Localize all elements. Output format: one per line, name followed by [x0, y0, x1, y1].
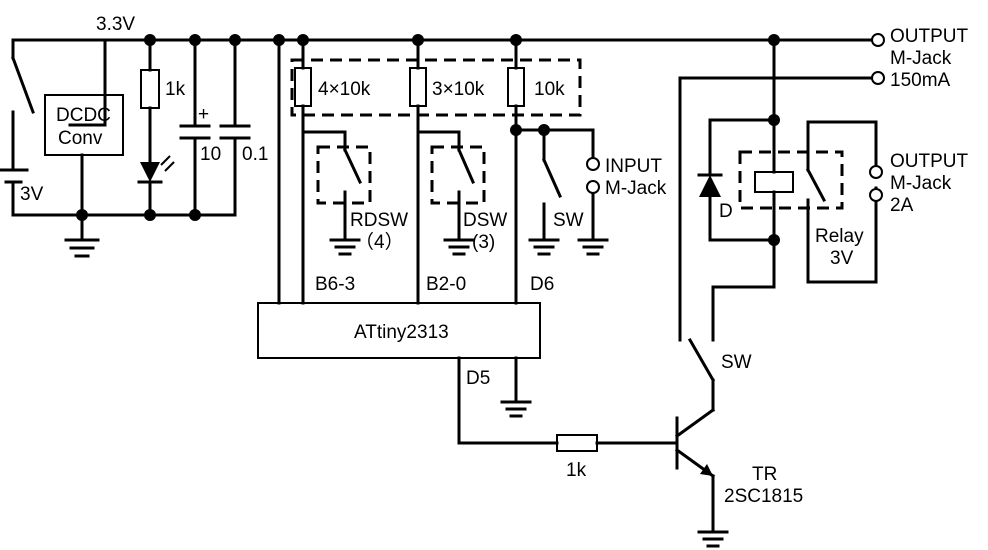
input-jack-label-line1: INPUT [605, 156, 662, 177]
resistor-4x10k-label: 4×10k [318, 79, 371, 100]
input-switch [514, 128, 609, 256]
resistor-network-outline [290, 58, 582, 117]
output-terminal-1 [871, 33, 885, 47]
rdsw-switch [301, 130, 372, 256]
output1-label-line3: 150mA [890, 70, 951, 91]
battery-label: 3V [20, 184, 44, 205]
base-resistor-label: 1k [566, 460, 587, 481]
dsw-switch [416, 130, 486, 256]
resistor-10k-label: 10k [534, 79, 565, 100]
mcu-box [257, 302, 541, 359]
output-switch [678, 76, 872, 383]
dcdc-label-line1: DCDC [56, 105, 111, 126]
transistor-symbol [674, 378, 729, 548]
junction-dots [76, 34, 780, 246]
input-switch-label: SW [553, 210, 584, 231]
output2-label-line1: OUTPUT [890, 151, 969, 172]
capacitor-01 [219, 38, 251, 140]
pin-d5-label: D5 [466, 368, 490, 389]
led-resistor-label: 1k [165, 79, 186, 100]
capacitor-10 [179, 38, 211, 217]
output2-label-line3: 2A [890, 195, 914, 216]
supply-voltage-label: 3.3V [96, 14, 135, 35]
power-switch [11, 56, 35, 120]
dcdc-converter-box [44, 94, 124, 156]
dcdc-label-line2: Conv [58, 128, 103, 149]
resistor-3x10k [409, 38, 427, 305]
d5-drive-wire [457, 356, 679, 452]
relay-diode-circuit [697, 38, 883, 284]
output-switch-label: SW [721, 352, 752, 373]
transistor-label-line2: 2SC1815 [724, 486, 803, 507]
ground-power [64, 238, 100, 258]
rdsw-count-label: （4） [355, 231, 404, 253]
led-branch [137, 38, 175, 217]
relay-label-line2: 3V [830, 248, 854, 269]
resistor-4x10k [294, 38, 312, 305]
dsw-label: DSW [463, 210, 507, 231]
resistor-10k [507, 38, 525, 305]
output1-label-line1: OUTPUT [890, 26, 969, 47]
relay-label-line1: Relay [815, 226, 864, 247]
battery-symbol [0, 168, 29, 184]
capacitor-01-label: 0.1 [242, 144, 268, 165]
capacitor-plus-label: + [198, 104, 209, 125]
capacitor-10-label: 10 [200, 144, 221, 165]
output-terminal-2 [871, 71, 885, 85]
bus-label-b20: B2-0 [426, 274, 466, 295]
dsw-count-label: (3) [472, 232, 495, 253]
mcu-label: ATtiny2313 [354, 322, 449, 343]
output1-label-line2: M-Jack [890, 48, 952, 69]
transistor-label-line1: TR [752, 464, 777, 485]
input-jack-label-line2: M-Jack [605, 178, 667, 199]
mcu-ground [500, 356, 532, 418]
diode-label: D [719, 201, 733, 222]
bus-label-d6: D6 [530, 274, 554, 295]
rdsw-label: RDSW [350, 210, 408, 231]
output2-label-line2: M-Jack [890, 173, 952, 194]
bus-label-b63: B6-3 [315, 274, 355, 295]
resistor-3x10k-label: 3×10k [432, 79, 485, 100]
